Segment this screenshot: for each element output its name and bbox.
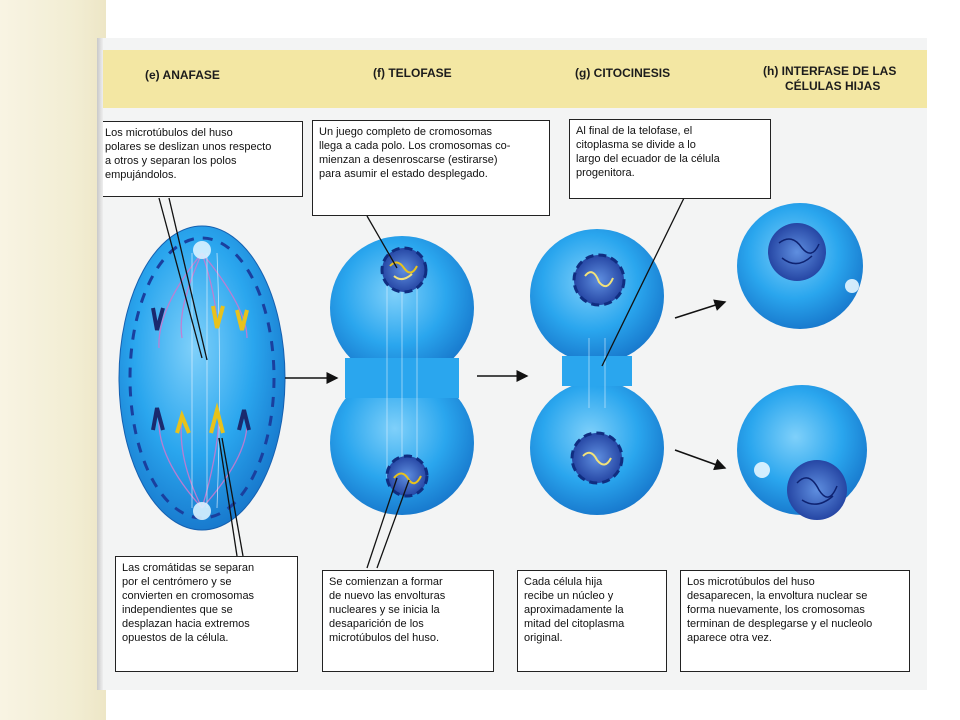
- callout-text-line: de nuevo las envolturas: [329, 590, 446, 602]
- callout-telofase-bottom: Se comienzan a formar de nuevo las envol…: [322, 570, 494, 672]
- callout-text-line: citoplasma se divide a lo: [576, 139, 696, 151]
- callout-text-line: opuestos de la célula.: [122, 632, 229, 644]
- telofase-cell: [330, 236, 474, 515]
- header-band: [97, 50, 927, 108]
- callout-text-line: terminan de desplegarse y el nucleolo: [687, 618, 873, 630]
- callout-text-line: largo del ecuador de la célula: [576, 153, 720, 165]
- header-telofase: (f) TELOFASE: [373, 66, 452, 80]
- slide-side-panel: [0, 0, 106, 720]
- callout-text-line: original.: [524, 632, 563, 644]
- callout-text-line: Un juego completo de cromosomas: [319, 126, 493, 138]
- callout-anafase-top: Los microtúbulos del huso polares se des…: [98, 121, 303, 197]
- callout-text-line: llega a cada polo. Los cromosomas co-: [319, 140, 511, 152]
- callout-text-line: por el centrómero y se: [122, 576, 232, 588]
- callout-text-line: mitad del citoplasma: [524, 618, 625, 630]
- callout-text-line: empujándolos.: [105, 169, 177, 181]
- callout-anafase-bottom: Las cromátidas se separan por el centróm…: [115, 556, 298, 672]
- callout-text-line: a otros y separan los polos: [105, 155, 237, 167]
- callout-interfase-bottom: Los microtúbulos del huso desaparecen, l…: [680, 570, 910, 672]
- callout-text-line: desplazan hacia extremos: [122, 618, 250, 630]
- mitosis-figure: (e) ANAFASE (f) TELOFASE (g) CITOCINESIS…: [97, 38, 927, 690]
- callout-text-line: recibe un núcleo y: [524, 590, 614, 602]
- callout-text-line: convierten en cromosomas: [122, 590, 255, 602]
- callout-text-line: desaparecen, la envoltura nuclear se: [687, 590, 868, 602]
- callout-citocinesis-top: Al final de la telofase, el citoplasma s…: [569, 119, 771, 199]
- callout-text-line: aparece otra vez.: [687, 632, 772, 644]
- callout-text-line: independientes que se: [122, 604, 233, 616]
- header-anafase: (e) ANAFASE: [145, 68, 220, 82]
- arrow-to-daughter-bottom: [674, 449, 727, 471]
- cell-diagram: [118, 197, 867, 569]
- arrow-to-daughter-top: [674, 299, 727, 319]
- header-citocinesis: (g) CITOCINESIS: [575, 66, 671, 80]
- callout-text-line: Los microtúbulos del huso: [105, 127, 233, 139]
- daughter-cell-top: [737, 203, 863, 329]
- callout-text-line: Los microtúbulos del huso: [687, 576, 815, 588]
- callout-text-line: progenitora.: [576, 167, 635, 179]
- anafase-cell: [118, 225, 286, 531]
- callout-text-line: nucleares y se inicia la: [329, 604, 440, 616]
- callout-text-line: forma nuevamente, los cromosomas: [687, 604, 865, 616]
- callout-text-line: mienzan a desenroscarse (estirarse): [319, 154, 498, 166]
- callout-text-line: aproximadamente la: [524, 604, 624, 616]
- callout-text-line: Se comienzan a formar: [329, 576, 443, 588]
- callout-text-line: desaparición de los: [329, 618, 424, 630]
- callout-text-line: Al final de la telofase, el: [576, 125, 693, 137]
- callout-text-line: Cada célula hija: [524, 576, 603, 588]
- callout-telofase-top: Un juego completo de cromosomas llega a …: [312, 120, 550, 216]
- callout-text-line: polares se deslizan unos respecto: [105, 141, 272, 153]
- daughter-cell-bottom: [737, 385, 867, 520]
- header-interfase-line2: CÉLULAS HIJAS: [785, 79, 881, 93]
- callout-lines: [158, 197, 685, 569]
- callout-text-line: para asumir el estado desplegado.: [319, 168, 488, 180]
- figure-edge: [97, 38, 103, 690]
- header-interfase-line1: (h) INTERFASE DE LAS: [763, 64, 897, 78]
- citocinesis-cell: [530, 229, 664, 515]
- callout-text-line: microtúbulos del huso.: [329, 632, 440, 644]
- callout-text-line: Las cromátidas se separan: [122, 562, 255, 574]
- callout-citocinesis-bottom: Cada célula hija recibe un núcleo y apro…: [517, 570, 667, 672]
